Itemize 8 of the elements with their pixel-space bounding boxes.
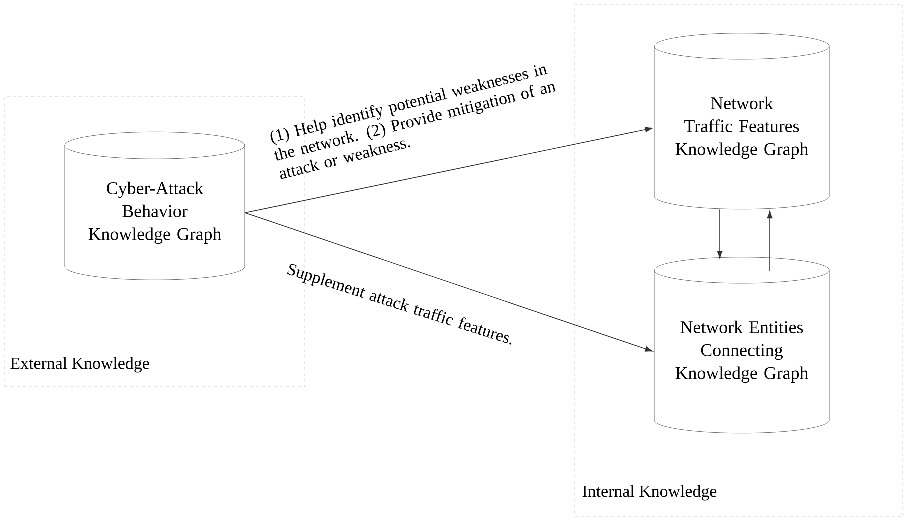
arrow: [244, 127, 653, 214]
arrow: [767, 211, 773, 272]
arrow: [717, 209, 723, 259]
arrow: [244, 212, 653, 352]
edge-label: (1) Help identify potential weaknesses in the network. (2) Provide mitigation of an attack or weakness.: [270, 66, 556, 180]
database-cylinder: Network Entities Connecting Knowledge Graph: [654, 257, 830, 434]
database-cylinder: Cyber-Attack Behavior Knowledge Graph: [64, 132, 246, 280]
database-cylinder: Network Traffic Features Knowledge Graph: [654, 33, 830, 210]
